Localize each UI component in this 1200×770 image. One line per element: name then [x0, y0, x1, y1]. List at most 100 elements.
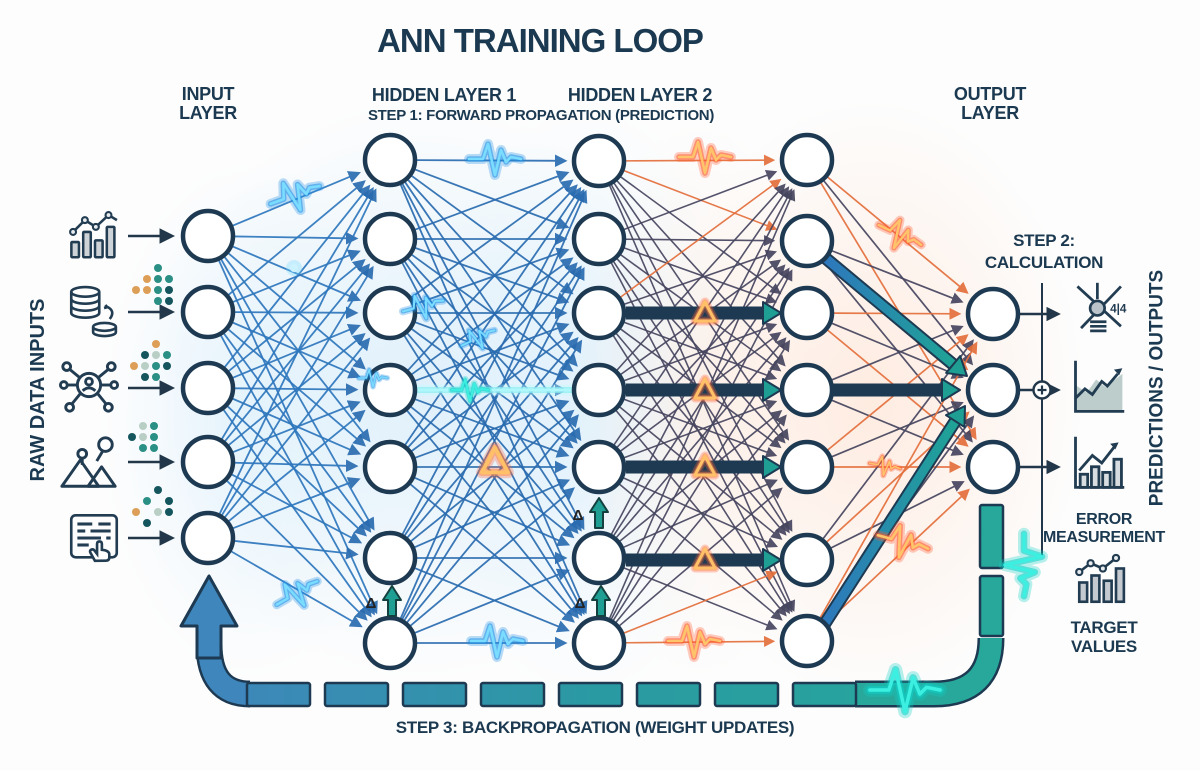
error-measurement-label: MEASUREMENT [1042, 529, 1166, 546]
edge [404, 181, 582, 441]
backprop-dash [713, 681, 780, 708]
backprop-dash [323, 681, 390, 708]
edge [623, 570, 778, 634]
target-values-chart-icon [1074, 551, 1130, 607]
node-hidden1-3 [362, 285, 418, 341]
weight-delta-arrow [591, 585, 611, 617]
edge [616, 264, 786, 448]
edge [616, 183, 786, 371]
signal-pulse-icon [355, 366, 391, 390]
edge [831, 401, 964, 458]
node-hidden2-3 [571, 285, 627, 341]
node-hidden2-7 [571, 615, 627, 671]
step2-label: STEP 2: [1013, 231, 1075, 250]
signal-pulse-icon [866, 453, 904, 479]
edge [410, 487, 575, 627]
backprop-dash [479, 681, 546, 708]
node-hidden3-4 [779, 362, 835, 418]
signal-pulse-icon [466, 621, 528, 662]
node-input-2 [180, 284, 236, 340]
edge [232, 245, 362, 302]
edge [406, 414, 579, 623]
weight-update-arrowhead [945, 405, 966, 429]
weight-update-arrows [626, 251, 968, 632]
edge [414, 567, 570, 633]
edge [615, 337, 787, 538]
edge [230, 550, 363, 628]
backprop-dash [557, 681, 624, 708]
signal-pulse-icon [674, 137, 736, 178]
edge [232, 397, 362, 456]
edge [415, 398, 570, 458]
edge [411, 257, 574, 375]
edge [415, 322, 570, 382]
node-hidden1-5 [362, 439, 418, 495]
edge [407, 184, 578, 371]
edge [624, 399, 778, 459]
edge [231, 473, 363, 544]
backprop-dash [635, 681, 702, 708]
edge [414, 170, 570, 231]
input-layer-label: LAYER [179, 103, 237, 123]
signal-pulses [265, 137, 1049, 719]
svg-text:4|4: 4|4 [1110, 303, 1127, 316]
delta-symbol: Δ [366, 595, 377, 612]
glow-delta-icon [480, 445, 510, 475]
edge [228, 252, 366, 370]
edge [624, 322, 778, 382]
page-title: ANN TRAINING LOOP [377, 22, 704, 59]
network-users-icon [58, 354, 120, 416]
edge [234, 231, 359, 245]
edge [406, 332, 579, 535]
node-input-3 [180, 360, 236, 416]
edge [401, 188, 585, 535]
signal-pulse-icon [265, 178, 325, 216]
weight-update-arrowhead [945, 355, 968, 377]
edge [623, 477, 779, 548]
node-hidden3-7 [779, 613, 835, 669]
edge [224, 337, 371, 518]
edge [415, 399, 570, 459]
edge [831, 250, 964, 304]
node-output-2 [965, 362, 1021, 418]
delta-update-arrows: ΔΔΔ [366, 497, 611, 617]
edge [414, 478, 571, 549]
raw-data-inputs-label: RAW DATA INPUTS [27, 298, 49, 482]
edge [222, 409, 372, 618]
edge [221, 265, 374, 516]
hidden-layer-1-label: HIDDEN LAYER 1 [371, 85, 517, 105]
node-input-5 [180, 510, 236, 566]
edge [615, 333, 787, 536]
edge [407, 262, 578, 448]
node-hidden2-5 [571, 439, 627, 495]
edge [623, 567, 778, 631]
edge [224, 256, 371, 443]
node-input-1 [180, 208, 236, 264]
output-layer-label: OUTPUT [953, 84, 1027, 104]
delta-symbol: Δ [573, 507, 584, 524]
glow-delta-icon [693, 547, 717, 570]
signal-pulse-icon [874, 215, 926, 253]
signal-pulse-icon [448, 376, 492, 405]
weight-delta-arrow [382, 585, 402, 617]
backprop-big-arrow [179, 574, 239, 660]
edge [228, 180, 366, 296]
node-hidden1-1 [362, 132, 418, 188]
glowing-deltas [476, 297, 720, 573]
node-hidden3-1 [779, 132, 835, 188]
glow-delta-icon [693, 454, 717, 477]
backprop-dash [978, 574, 1005, 638]
edge [227, 328, 367, 447]
signal-pulse-icon [458, 326, 498, 352]
edge [406, 336, 579, 539]
node-hidden1-7 [362, 615, 418, 671]
io-arrows [128, 228, 1061, 556]
edge [404, 265, 582, 536]
weight-update-arrowhead [762, 455, 782, 479]
edge [232, 323, 361, 379]
error-measurement-label: ERROR [1075, 511, 1133, 528]
edge [228, 332, 366, 446]
backprop-dash [401, 681, 468, 708]
backprop-loop [179, 503, 1005, 708]
